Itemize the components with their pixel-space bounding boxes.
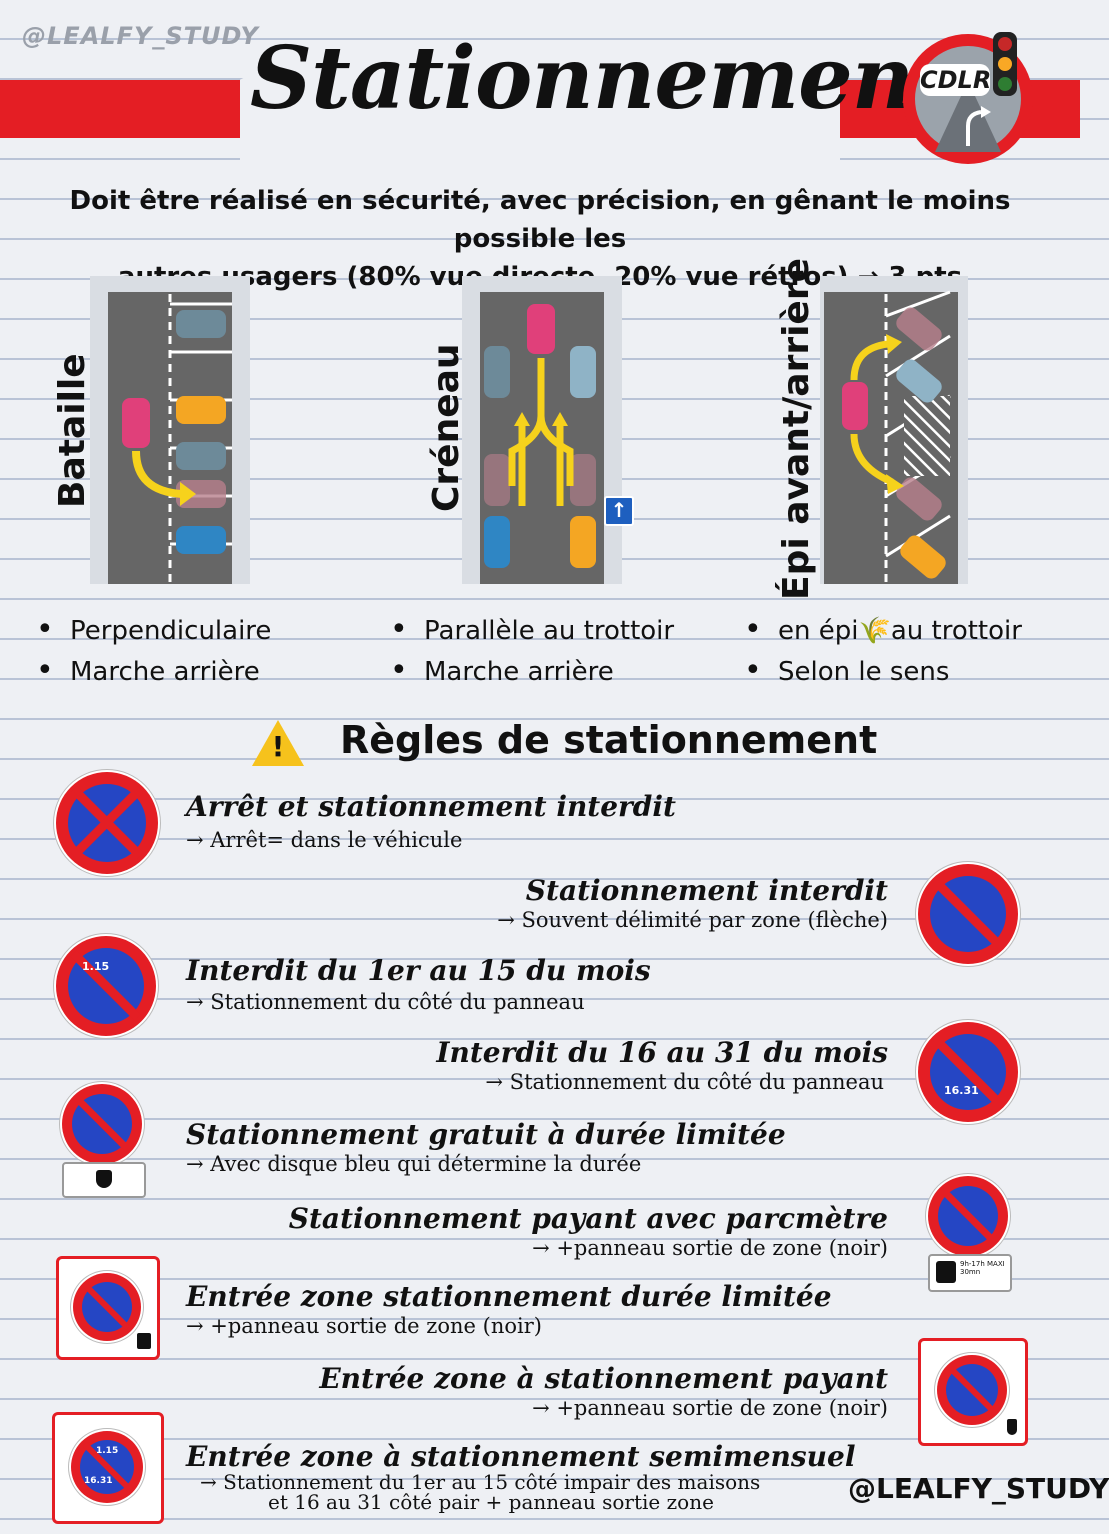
rule-subtitle: → Stationnement du côté du panneau: [485, 1070, 884, 1094]
rule-subtitle: → Souvent délimité par zone (flèche): [497, 908, 888, 932]
sign-blue-disc: [938, 1186, 998, 1246]
bullets-creneau: Parallèle au trottoir Marche arrière: [390, 610, 674, 692]
creneau-parking-illustration: [480, 292, 604, 584]
zone-limited-parking-sign-icon: [56, 1256, 160, 1360]
sign-blue-disc: 1.15: [68, 948, 144, 1024]
bullet-item: en épi🌾au trottoir: [744, 610, 1022, 651]
title-backdrop: [240, 67, 840, 168]
zone-paid-parking-sign-icon: [918, 1338, 1028, 1446]
rule-title: Stationnement interdit: [525, 874, 888, 907]
no-parking-sign-icon: [918, 864, 1018, 964]
intro-line-1: Doit être réalisé en sécurité, avec préc…: [69, 186, 1011, 254]
rule-subtitle: et 16 au 31 côté pair + panneau sortie z…: [268, 1490, 714, 1514]
no-stopping-sign-icon: [56, 772, 158, 874]
sign-blue-disc: [68, 784, 146, 862]
page-title: Stationnement: [250, 28, 953, 129]
logo-text: CDLR: [920, 64, 992, 96]
sign-red-ring: [73, 1273, 141, 1341]
bullet-item: Marche arrière: [390, 651, 674, 692]
parking-meter-plate-icon: 9h-17h MAXI 30mn: [928, 1254, 1012, 1292]
logo-road-icon: [935, 96, 1001, 152]
sign-date-label: 16.31: [944, 1084, 979, 1097]
rule-subtitle: → +panneau sortie de zone (noir): [532, 1396, 888, 1420]
rule-subtitle: → +panneau sortie de zone (noir): [532, 1236, 888, 1260]
rule-subtitle: → Arrêt= dans le véhicule: [186, 828, 463, 852]
sign-red-bar: [74, 1095, 130, 1152]
sign-red-bar: [940, 1187, 996, 1244]
disc-icon: [137, 1333, 151, 1349]
label-bataille: Bataille: [52, 353, 93, 508]
sign-date-label: 1.15: [82, 960, 110, 973]
top-watermark: @LEALFY_STUDY: [22, 22, 259, 50]
label-epi: Épi avant/arrière: [776, 258, 817, 600]
rule-subtitle: → +panneau sortie de zone (noir): [186, 1314, 542, 1338]
warning-exclamation-icon: !: [271, 730, 285, 763]
diagram-epi: [820, 276, 968, 584]
sign-blue-disc: [930, 876, 1006, 952]
sign-blue-disc: [946, 1364, 998, 1416]
bullets-epi: en épi🌾au trottoir Selon le sens: [744, 610, 1022, 692]
traffic-light-icon: [993, 32, 1017, 96]
no-parking-16-31-sign-icon: 16.31: [918, 1022, 1018, 1122]
rule-title: Stationnement gratuit à durée limitée: [186, 1118, 786, 1151]
rule-title: Interdit du 16 au 31 du mois: [436, 1036, 888, 1069]
bullet-item: Perpendiculaire: [36, 610, 271, 651]
sign-red-ring: [937, 1355, 1007, 1425]
parking-disc-icon: [96, 1170, 112, 1188]
label-creneau: Créneau: [426, 343, 467, 512]
footer-watermark: @LEALFY_STUDY: [848, 1472, 1109, 1505]
rule-title: Interdit du 1er au 15 du mois: [186, 954, 651, 987]
bullet-item: Parallèle au trottoir: [390, 610, 674, 651]
warning-icon: [252, 720, 304, 766]
green-light: [998, 77, 1012, 91]
one-way-sign-icon: ↑: [604, 496, 634, 526]
rule-subtitle: → Avec disque bleu qui détermine la duré…: [186, 1152, 642, 1176]
sign-date-label: 1.15: [96, 1446, 119, 1456]
sign-date-label: 16.31: [84, 1476, 113, 1486]
rule-title: Entrée zone à stationnement payant: [319, 1362, 888, 1395]
blue-disc-plate-icon: [62, 1162, 146, 1198]
meter-icon: [936, 1261, 956, 1283]
rules-section-title: Règles de stationnement: [340, 718, 878, 762]
rule-subtitle: → Stationnement du côté du panneau: [186, 990, 585, 1014]
sign-blue-disc: 16.31: [930, 1034, 1006, 1110]
rule-title: Arrêt et stationnement interdit: [186, 790, 676, 823]
paid-parking-sign-icon: [928, 1176, 1008, 1256]
diagram-bataille: [90, 276, 250, 584]
sign-red-bar: [932, 878, 1004, 950]
sign-blue-disc: 1.15 16.31: [80, 1440, 134, 1494]
rule-subtitle: → Stationnement du 1er au 15 côté impair…: [200, 1470, 761, 1494]
bataille-parking-illustration: [108, 292, 232, 584]
red-light: [998, 37, 1012, 51]
rule-title: Entrée zone stationnement durée limitée: [186, 1280, 832, 1313]
epi-parking-illustration: [824, 290, 958, 584]
sign-red-ring: 1.15 16.31: [71, 1431, 143, 1503]
plate-text: 9h-17h MAXI 30mn: [960, 1260, 1005, 1276]
limited-parking-sign-icon: [62, 1084, 142, 1164]
bullet-item: Selon le sens: [744, 651, 1022, 692]
sign-blue-disc: [72, 1094, 132, 1154]
sign-red-bar: [947, 1365, 997, 1415]
diagram-creneau: ↑: [462, 276, 634, 584]
amber-light: [998, 57, 1012, 71]
bullet-item: Marche arrière: [36, 651, 271, 692]
rule-title: Entrée zone à stationnement semimensuel: [186, 1440, 856, 1473]
zone-semimonthly-sign-icon: 1.15 16.31: [52, 1412, 164, 1524]
meter-icon: [1007, 1419, 1017, 1435]
rule-title: Stationnement payant avec parcmètre: [288, 1202, 888, 1235]
no-parking-1-15-sign-icon: 1.15: [56, 936, 156, 1036]
sign-blue-disc: [82, 1282, 132, 1332]
sign-red-bar: [83, 1283, 131, 1331]
bullets-bataille: Perpendiculaire Marche arrière: [36, 610, 271, 692]
